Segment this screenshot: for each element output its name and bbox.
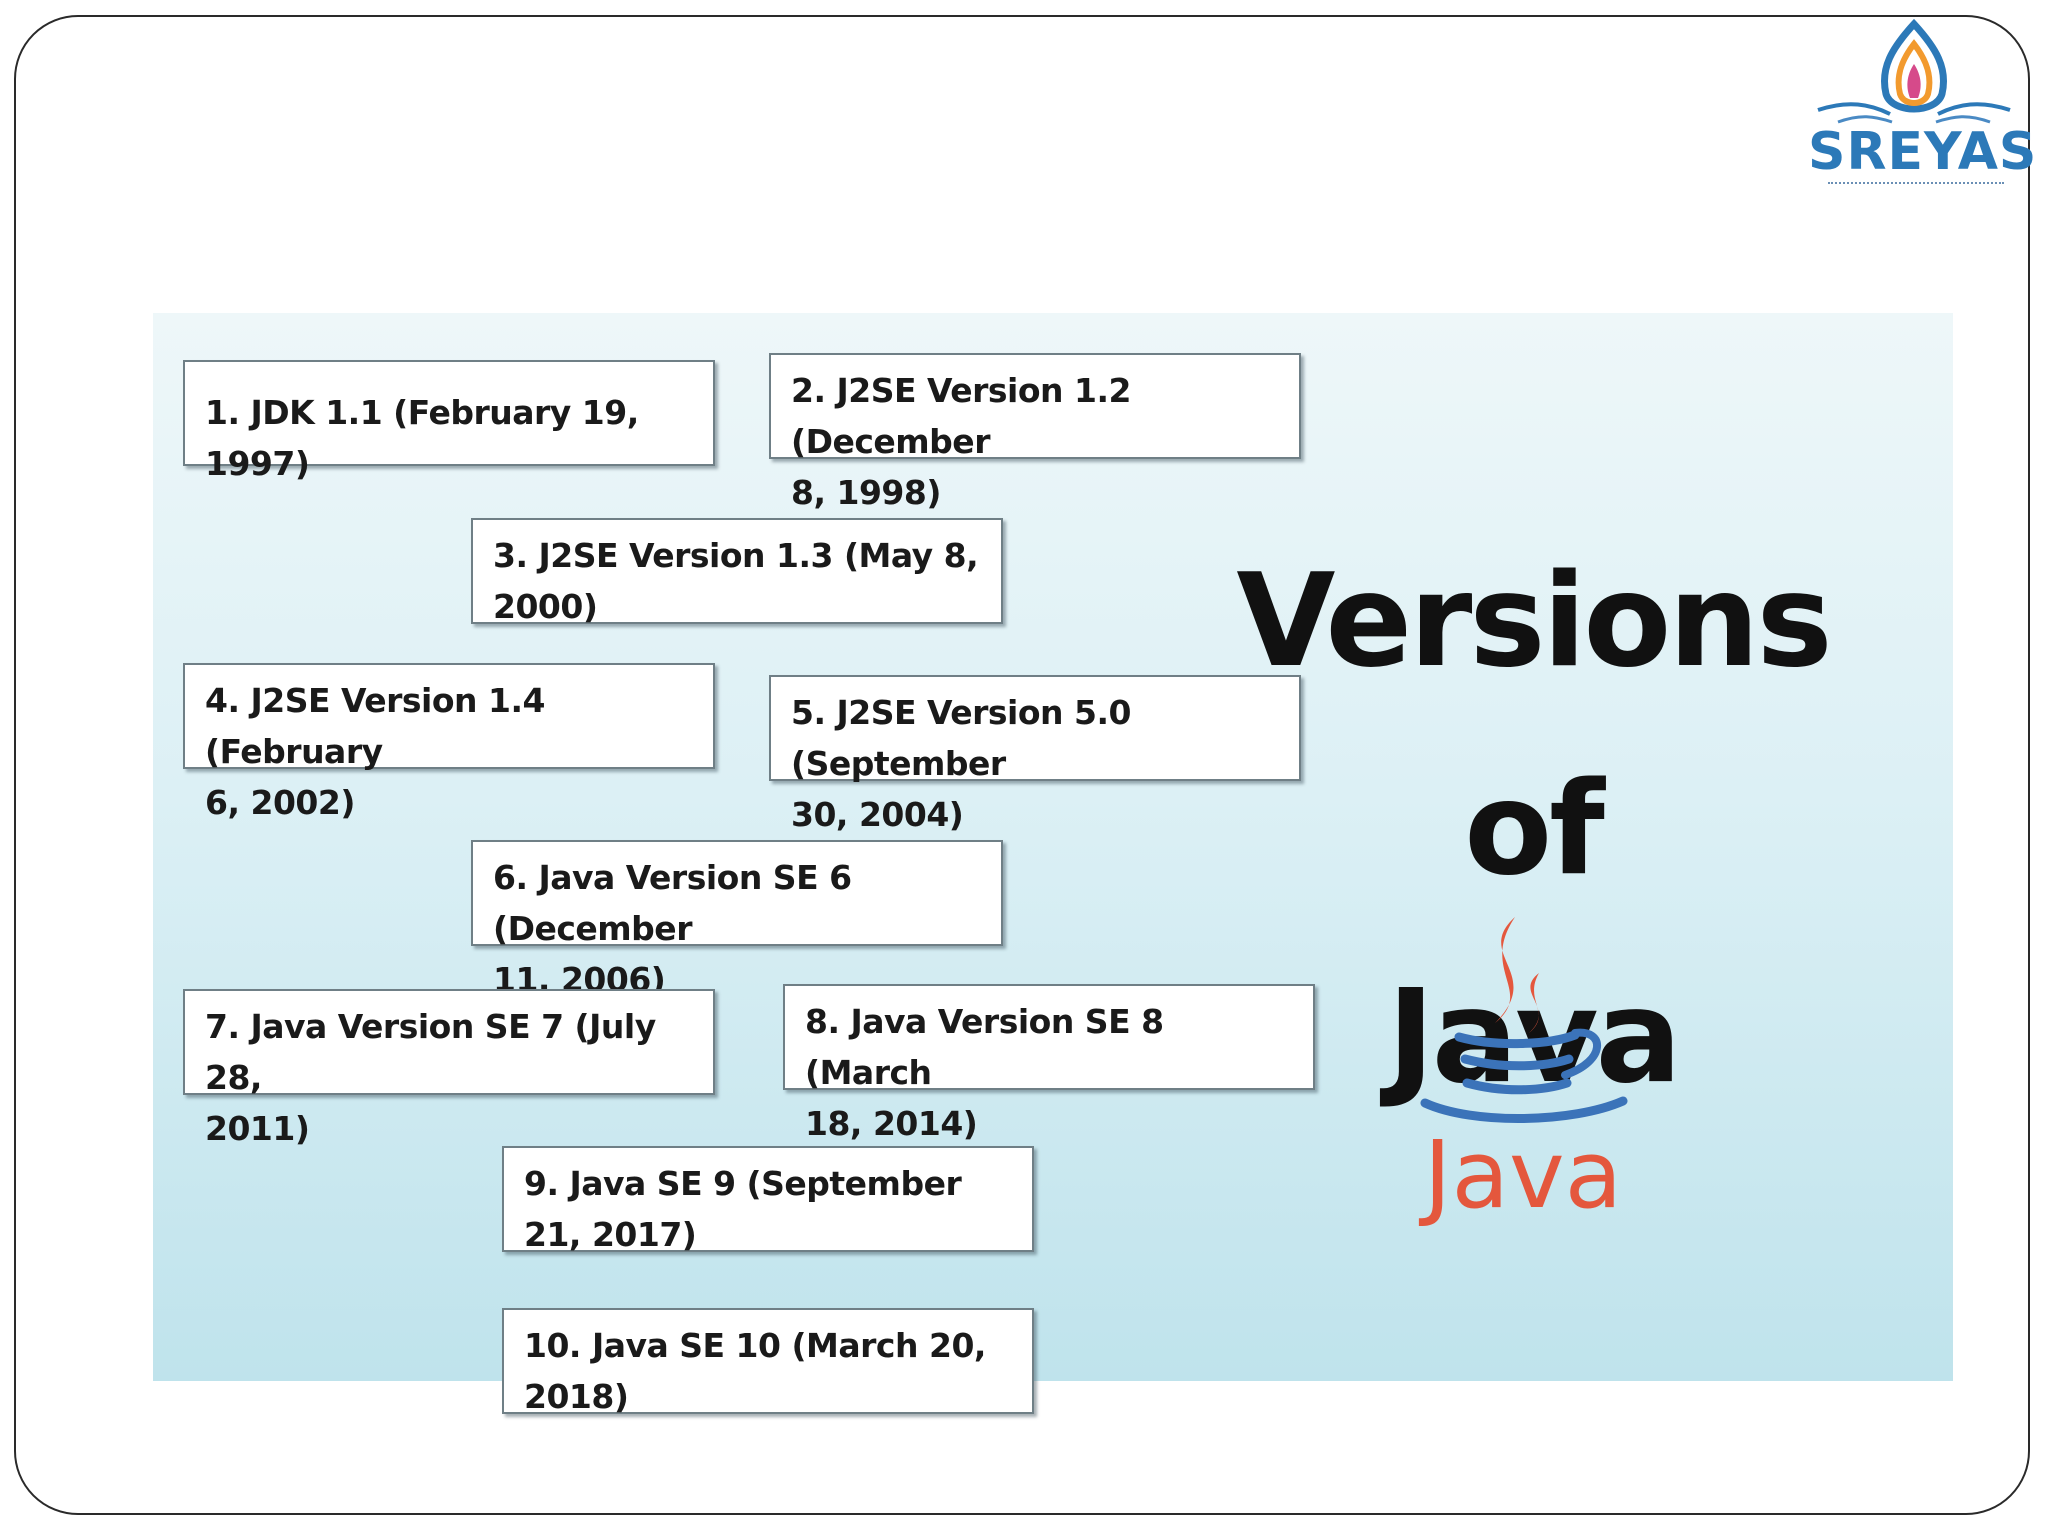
java-versions-panel: 1. JDK 1.1 (February 19, 1997) 2. J2SE V…	[153, 313, 1953, 1416]
version-box-7: 7. Java Version SE 7 (July 28, 2011)	[183, 989, 715, 1148]
version-line-2: 2011)	[205, 1109, 310, 1148]
version-line-1: 7. Java Version SE 7 (July 28,	[205, 1007, 656, 1097]
version-box-4: 4. J2SE Version 1.4 (February 6, 2002)	[183, 663, 715, 822]
java-coffee-cup-icon	[1420, 917, 1628, 1124]
version-line-1: 1. JDK 1.1 (February 19, 1997)	[205, 393, 639, 483]
version-box-2: 2. J2SE Version 1.2 (December 8, 1998)	[769, 353, 1301, 512]
version-line-2: 6, 2002)	[205, 783, 355, 822]
java-logo-word: Java	[1423, 1121, 1623, 1230]
version-line-1: 10. Java SE 10 (March 20, 2018)	[524, 1326, 986, 1416]
version-box-8: 8. Java Version SE 8 (March 18, 2014)	[783, 984, 1315, 1143]
version-line-2: 18, 2014)	[805, 1104, 978, 1143]
version-line-1: 4. J2SE Version 1.4 (February	[205, 681, 545, 771]
version-line-1: 8. Java Version SE 8 (March	[805, 1002, 1164, 1092]
version-box-6: 6. Java Version SE 6 (December 11, 2006)	[471, 840, 1003, 999]
version-line-1: 6. Java Version SE 6 (December	[493, 858, 852, 948]
version-line-2: 8, 1998)	[791, 473, 941, 512]
flame-drop-icon	[1817, 18, 2011, 124]
java-logo: Java	[1403, 911, 1663, 1241]
version-line-2: 21, 2017)	[524, 1215, 697, 1254]
logo-tagline	[1828, 182, 2004, 188]
title-line-1: Versions of	[1236, 547, 1832, 904]
version-line-1: 5. J2SE Version 5.0 (September	[791, 693, 1131, 783]
version-line-1: 2. J2SE Version 1.2 (December	[791, 371, 1131, 461]
version-box-5: 5. J2SE Version 5.0 (September 30, 2004)	[769, 675, 1301, 834]
sreyas-logo: SREYAS	[1808, 18, 2038, 194]
version-line-1: 3. J2SE Version 1.3 (May 8,	[493, 536, 979, 575]
version-box-9: 9. Java SE 9 (September 21, 2017)	[502, 1146, 1034, 1254]
version-line-1: 9. Java SE 9 (September	[524, 1164, 962, 1203]
logo-brand-text: SREYAS	[1808, 122, 2038, 182]
version-box-1: 1. JDK 1.1 (February 19, 1997)	[183, 360, 715, 483]
version-line-2: 30, 2004)	[791, 795, 964, 834]
version-box-3: 3. J2SE Version 1.3 (May 8, 2000)	[471, 518, 1003, 626]
version-line-2: 2000)	[493, 587, 598, 626]
version-box-10: 10. Java SE 10 (March 20, 2018)	[502, 1308, 1034, 1416]
